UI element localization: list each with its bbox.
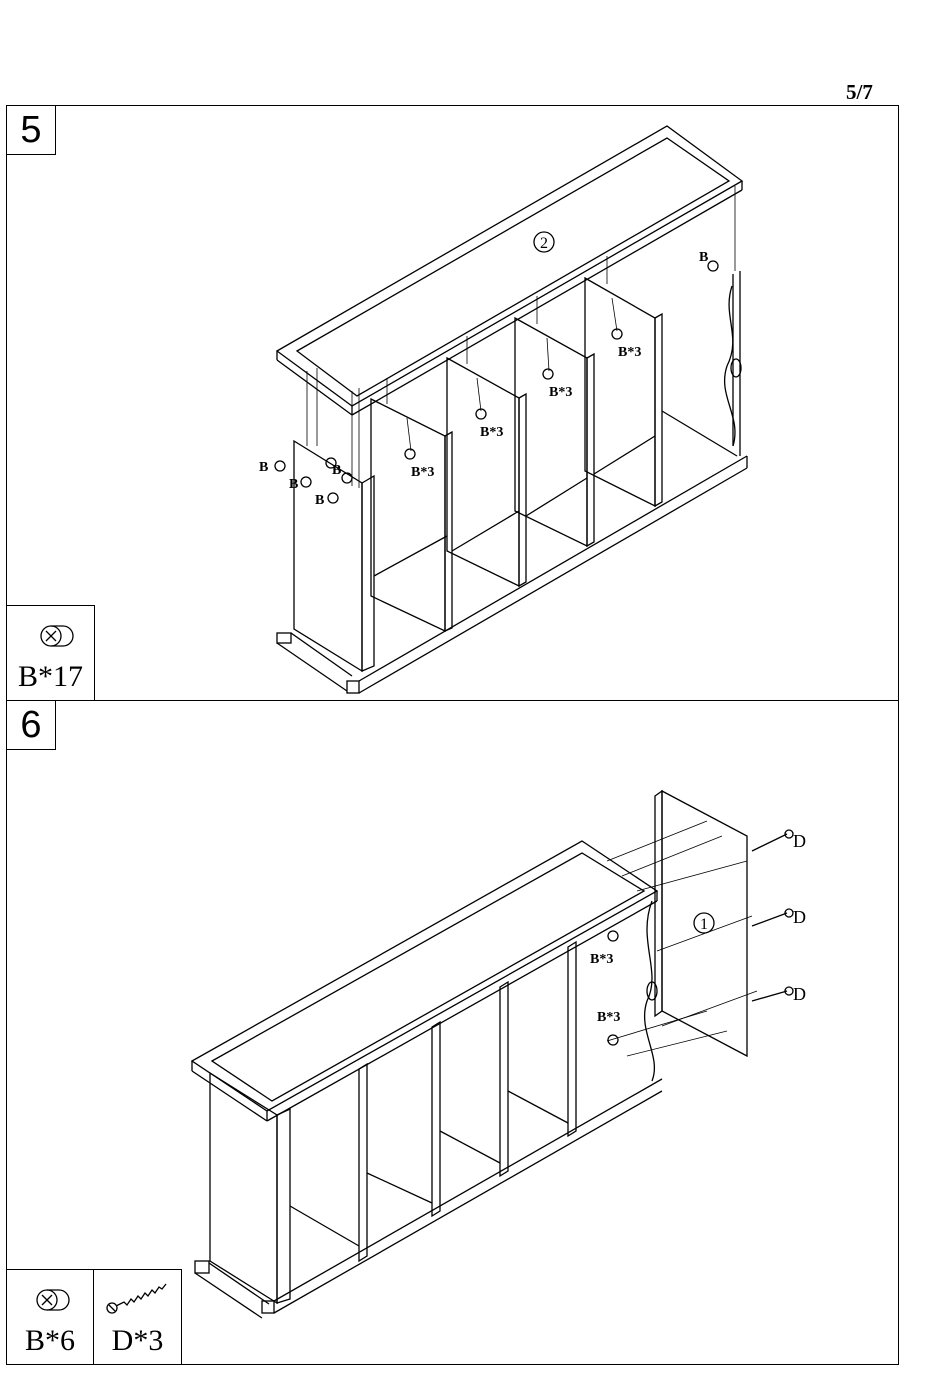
callout-b-5: B [699,250,708,265]
callout-b3-3: B*3 [549,385,572,400]
callout-b-3: B [332,463,341,478]
bottom-rail [359,456,747,693]
callout-b-1: B [259,460,268,475]
page-number: 5/7 [846,80,873,105]
parts-label-b6: B*6 [7,1324,93,1358]
step-5-drawing: 2 [7,106,900,702]
callout-d-3: D [793,984,806,1004]
step-number: 5 [6,105,56,155]
parts-label-d3: D*3 [94,1324,181,1358]
callout-b3-2: B*3 [480,425,503,440]
assembly-guides [607,821,757,1056]
top-rail [192,841,657,1121]
screws-d [752,830,793,1001]
screw-icon [94,1278,183,1318]
step-6-drawing: 1 B*3 B*3 D D D [7,701,900,1366]
step-5-panel: 2 [6,105,899,701]
divider-panels [290,942,576,1261]
callout-b-2: B [289,477,298,492]
cam-locks [608,931,618,1045]
top-panel-2: 2 [277,126,742,415]
callout-d-1: D [793,831,806,851]
left-side-panel [195,1073,290,1318]
parts-box-b: B*17 [6,605,95,701]
parts-box-d: D*3 [93,1269,182,1365]
callout-b3-1: B*3 [590,952,613,967]
callout-b3-1: B*3 [411,465,434,480]
cam-lock-icon [7,1278,95,1318]
parts-label-b17: B*17 [7,660,94,694]
step-6-panel: 1 B*3 B*3 D D D [6,700,899,1365]
divider-panels [371,278,737,631]
cam-locks [275,261,718,503]
bottom-rail [274,1079,662,1313]
callout-b-4: B [315,493,324,508]
callout-b3-2: B*3 [597,1010,620,1025]
callout-b3-4: B*3 [618,345,641,360]
callout-d-2: D [793,907,806,927]
step-number: 6 [6,700,56,750]
right-side-panel [725,271,741,456]
panel-marker-1: 1 [700,916,708,933]
parts-box-b: B*6 [6,1269,94,1365]
side-panel-1: 1 [655,791,747,1056]
cam-lock-icon [7,614,96,654]
panel-marker-2: 2 [540,235,548,252]
